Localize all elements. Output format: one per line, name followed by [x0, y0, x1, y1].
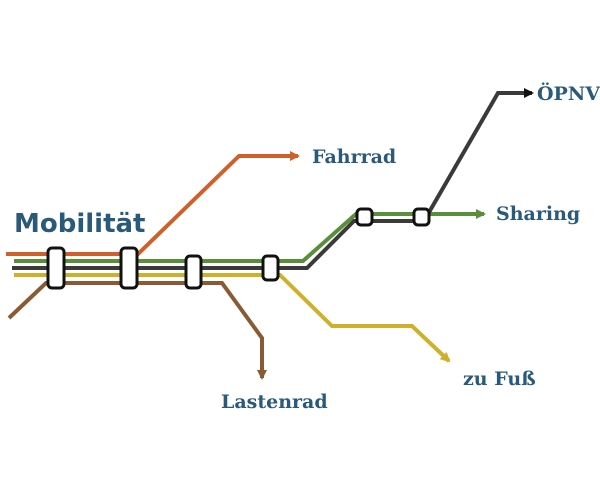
station-stop-4 [261, 254, 280, 282]
station-stop-3 [184, 254, 203, 290]
route-label-fahrrad: Fahrrad [312, 146, 396, 168]
route-label-lastenrad: Lastenrad [221, 391, 328, 413]
route-label-oepnv: ÖPNV [537, 82, 600, 105]
route-line-lastenrad [7, 281, 267, 380]
route-line-oepnv [12, 88, 534, 270]
station-stop-5 [355, 207, 374, 227]
station-stop-2 [119, 246, 139, 290]
route-line-fahrrad [6, 151, 300, 256]
station-stop-6 [412, 207, 431, 227]
diagram-title: Mobilität [14, 209, 146, 239]
route-label-sharing: Sharing [496, 203, 580, 225]
route-label-zu-fuss: zu Fuß [463, 368, 536, 390]
route-line-zu-fuss [14, 273, 451, 363]
station-stop-1 [46, 246, 66, 290]
